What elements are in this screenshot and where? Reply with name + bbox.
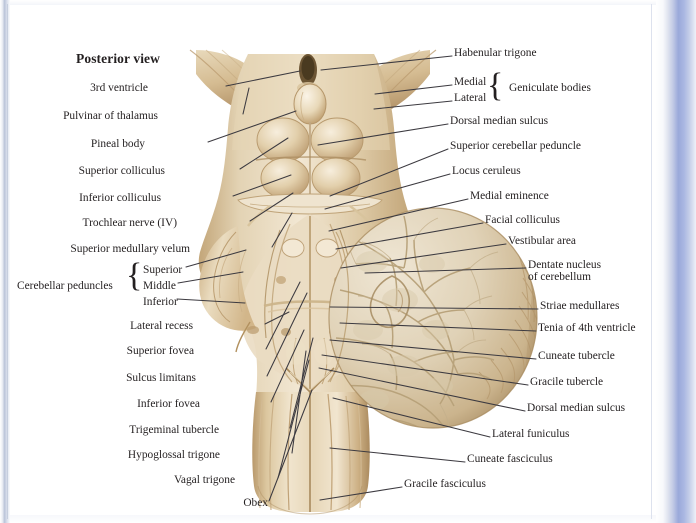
label-lateral-recess: Lateral recess	[130, 320, 193, 332]
label-superior-medullary-velum: Superior medullary velum	[70, 243, 190, 255]
label-striae-medullares: Striae medullares	[540, 300, 620, 312]
label-superior-peduncle: Superior	[143, 264, 183, 276]
label-medial-geniculate: Medial	[454, 76, 487, 88]
label-inferior-colliculus: Inferior colliculus	[79, 192, 161, 204]
label-superior-fovea: Superior fovea	[126, 345, 194, 357]
slide-frame-top	[0, 0, 696, 5]
label-dentate-nucleus: Dentate nucleus of cerebellum	[528, 259, 602, 284]
label-gracile-tubercle: Gracile tubercle	[530, 376, 604, 388]
label-vestibular-area: Vestibular area	[508, 235, 576, 247]
label-inferior-fovea: Inferior fovea	[137, 398, 200, 410]
label-vagal-trigone: Vagal trigone	[173, 474, 235, 486]
label-sulcus-limitans: Sulcus limitans	[126, 372, 196, 384]
label-cuneate-tubercle: Cuneate tubercle	[538, 350, 615, 362]
cerebellar-peduncles-brace: {	[126, 257, 143, 294]
label-obex: Obex	[243, 497, 268, 509]
label-tenia-of-4th-ventricle: Tenia of 4th ventricle	[538, 322, 636, 334]
slide-frame-right	[656, 0, 696, 523]
label-hypoglossal-trigone: Hypoglossal trigone	[127, 449, 220, 461]
label-facial-colliculus: Facial colliculus	[485, 214, 560, 226]
colliculi-region	[255, 117, 367, 200]
label-superior-cerebellar-peduncle: Superior cerebellar peduncle	[450, 140, 581, 152]
geniculate-bodies-brace: {	[487, 67, 504, 104]
label-dorsal-median-sulcus-top: Dorsal median sulcus	[450, 115, 549, 127]
label-lateral-geniculate: Lateral	[454, 92, 487, 104]
label-inferior-peduncle: Inferior	[143, 296, 178, 308]
label-cerebellar-peduncles-group: Cerebellar peduncles	[17, 280, 113, 292]
label-pulvinar-of-thalamus: Pulvinar of thalamus	[63, 110, 158, 122]
slide-frame-left	[0, 0, 10, 523]
label-gracile-fasciculus: Gracile fasciculus	[404, 478, 486, 490]
page-title: Posterior view	[76, 51, 160, 66]
slide-inner-rule-right	[651, 4, 652, 519]
label-trigeminal-tubercle: Trigeminal tubercle	[129, 424, 219, 436]
label-locus-ceruleus: Locus ceruleus	[452, 165, 521, 177]
pineal-body-shape	[293, 83, 327, 125]
slide-inner-rule-left	[7, 4, 8, 519]
label-3rd-ventricle: 3rd ventricle	[90, 82, 148, 94]
label-lateral-funiculus: Lateral funiculus	[492, 428, 570, 440]
label-medial-eminence: Medial eminence	[470, 190, 549, 202]
label-trochlear-nerve: Trochlear nerve (IV)	[82, 217, 177, 229]
slide-frame-bottom	[0, 515, 696, 523]
label-dorsal-median-sulcus-bottom: Dorsal median sulcus	[527, 402, 626, 414]
label-superior-colliculus: Superior colliculus	[78, 165, 165, 177]
label-habenular-trigone: Habenular trigone	[454, 47, 537, 59]
label-cuneate-fasciculus: Cuneate fasciculus	[467, 453, 553, 465]
label-pineal-body: Pineal body	[90, 138, 145, 150]
label-middle-peduncle: Middle	[143, 280, 176, 292]
label-geniculate-bodies-group: Geniculate bodies	[509, 82, 591, 94]
